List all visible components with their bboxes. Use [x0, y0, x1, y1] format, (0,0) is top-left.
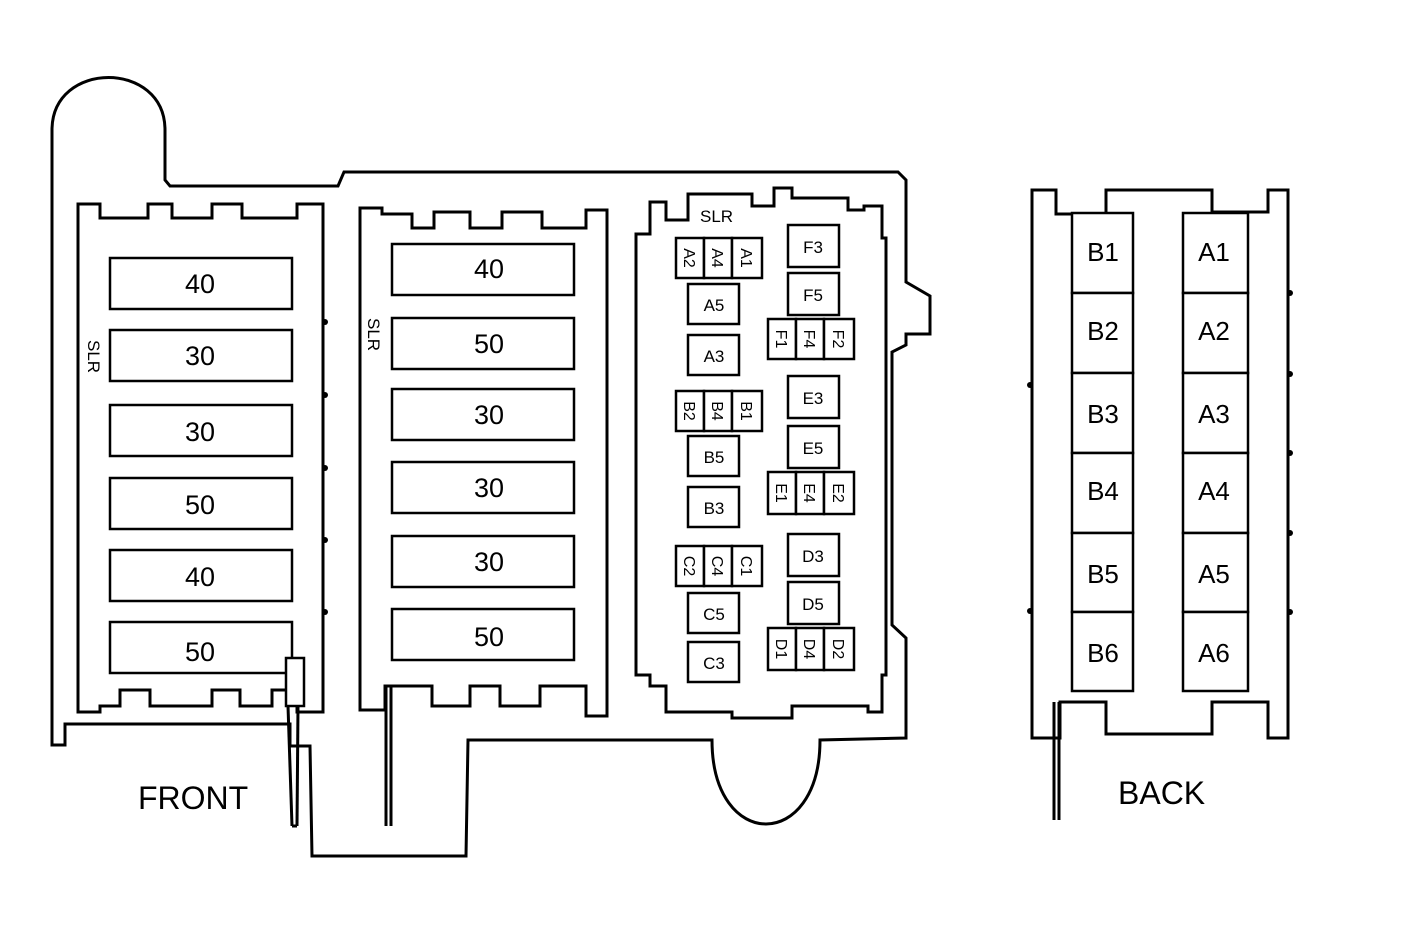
cell-e2: E2	[829, 483, 846, 503]
back-latch-tab	[1052, 702, 1061, 820]
cell-e3: E3	[803, 389, 824, 408]
cell-f4: F4	[800, 330, 817, 349]
slr-label-right: SLR	[700, 207, 733, 226]
back-cell-b4: B4	[1087, 476, 1119, 506]
cell-b5: B5	[704, 448, 725, 467]
slr-label-middle: SLR	[364, 318, 383, 351]
cell-a4: A4	[708, 248, 725, 268]
cell-d4: D4	[800, 639, 817, 660]
cell-e5: E5	[803, 439, 824, 458]
left-fuse-3	[108, 403, 294, 458]
cell-f3: F3	[803, 238, 823, 257]
cell-f5: F5	[803, 286, 823, 305]
cell-b1: B1	[737, 401, 754, 421]
mid-fuse-1	[390, 242, 576, 297]
mid-fuse-3-rating: 30	[474, 400, 504, 430]
mid-fuse-3	[390, 387, 576, 442]
relay-group-f: F3 F5 F1 F4 F2	[766, 223, 856, 361]
back-column-b: B1 B2 B3 B4 B5 B6	[1070, 211, 1135, 693]
back-label: BACK	[1118, 775, 1205, 811]
mid-fuse-2	[390, 316, 576, 371]
relay-group-b: B2 B4 B1 B5 B3	[674, 389, 764, 529]
back-cell-b2: B2	[1087, 316, 1119, 346]
back-column-a: A1 A2 A3 A4 A5 A6	[1181, 211, 1250, 693]
mid-fuse-5-rating: 30	[474, 547, 504, 577]
cell-a1: A1	[737, 248, 754, 268]
left-fuse-column: 40 30 30 50 40 50	[108, 256, 294, 675]
middle-latch-tab	[384, 686, 393, 826]
back-cell-a3: A3	[1198, 399, 1230, 429]
cell-b4: B4	[708, 401, 725, 421]
left-fuse-5	[108, 548, 294, 603]
cell-f2: F2	[829, 330, 846, 349]
back-cell-b3: B3	[1087, 399, 1119, 429]
front-label: FRONT	[138, 780, 248, 816]
left-fuse-4-rating: 50	[185, 490, 215, 520]
middle-panel-frame	[358, 206, 609, 718]
back-cell-a5: A5	[1198, 559, 1230, 589]
cell-a5: A5	[704, 296, 725, 315]
left-fuse-3-rating: 30	[185, 417, 215, 447]
mid-fuse-1-rating: 40	[474, 254, 504, 284]
cell-d2: D2	[829, 639, 846, 660]
relay-group-c: C2 C4 C1 C5 C3	[674, 544, 764, 684]
left-panel-notches	[322, 319, 328, 615]
left-fuse-1-rating: 40	[185, 269, 215, 299]
cell-d1: D1	[772, 639, 789, 660]
cell-a2: A2	[680, 248, 697, 268]
left-latch-tab	[284, 656, 306, 828]
right-panel-frame	[634, 186, 888, 720]
relay-group-e: E3 E5 E1 E4 E2	[766, 374, 856, 516]
relay-group-d: D3 D5 D1 D4 D2	[766, 532, 856, 672]
cell-d3: D3	[802, 547, 824, 566]
cell-a3: A3	[704, 347, 725, 366]
relay-group-a: A2 A4 A1 A5 A3	[674, 236, 764, 377]
mid-fuse-4	[390, 460, 576, 515]
slr-label-left: SLR	[84, 340, 103, 373]
back-cell-a4: A4	[1198, 476, 1230, 506]
back-housing-notches	[1027, 290, 1293, 615]
left-fuse-4	[108, 476, 294, 531]
cell-c3: C3	[703, 654, 725, 673]
cell-b2: B2	[680, 401, 697, 421]
cell-c5: C5	[703, 605, 725, 624]
left-fuse-1	[108, 256, 294, 311]
front-housing-outline	[50, 76, 932, 858]
back-cell-b5: B5	[1087, 559, 1119, 589]
back-cell-a1: A1	[1198, 237, 1230, 267]
left-fuse-6-rating: 50	[185, 637, 215, 667]
cell-b3: B3	[704, 499, 725, 518]
cell-f1: F1	[772, 330, 789, 349]
mid-fuse-4-rating: 30	[474, 473, 504, 503]
back-housing-outline	[1030, 188, 1290, 740]
cell-c4: C4	[708, 556, 725, 577]
cell-c1: C1	[737, 556, 754, 577]
back-cell-a2: A2	[1198, 316, 1230, 346]
mid-fuse-5	[390, 534, 576, 589]
middle-fuse-column: 40 50 30 30 30 50	[390, 242, 576, 662]
back-cell-a6: A6	[1198, 638, 1230, 668]
mid-fuse-2-rating: 50	[474, 329, 504, 359]
left-fuse-2	[108, 328, 294, 383]
cell-d5: D5	[802, 595, 824, 614]
back-cell-b6: B6	[1087, 638, 1119, 668]
cell-e1: E1	[772, 483, 789, 503]
left-fuse-5-rating: 40	[185, 562, 215, 592]
mid-fuse-6-rating: 50	[474, 622, 504, 652]
left-fuse-6	[108, 620, 294, 675]
back-cell-b1: B1	[1087, 237, 1119, 267]
left-fuse-2-rating: 30	[185, 341, 215, 371]
cell-e4: E4	[800, 483, 817, 503]
cell-c2: C2	[680, 556, 697, 577]
mid-fuse-6	[390, 607, 576, 662]
